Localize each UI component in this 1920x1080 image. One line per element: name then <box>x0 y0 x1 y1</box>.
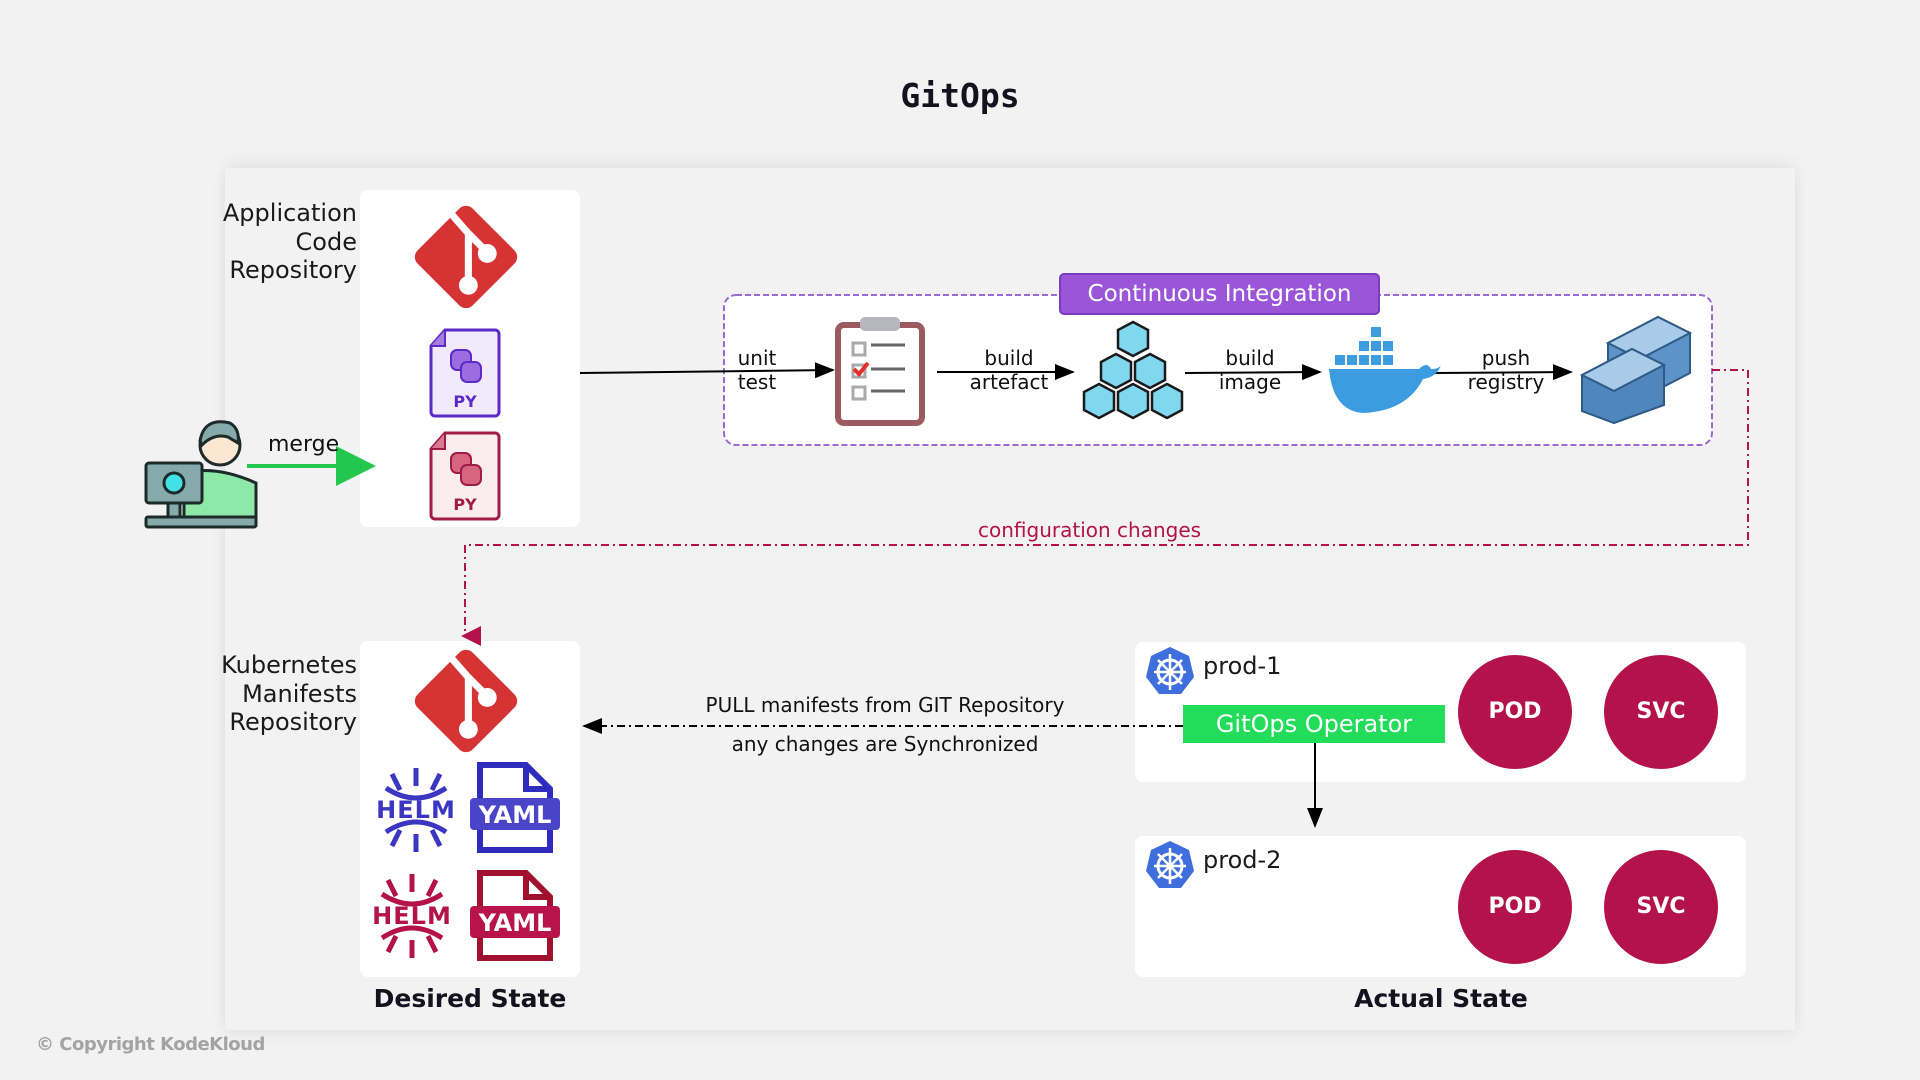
kubernetes-icon <box>1146 647 1194 694</box>
config-changes-label: configuration changes <box>978 518 1202 542</box>
py-label: PY <box>453 392 477 411</box>
cluster-name: prod-1 <box>1203 652 1282 680</box>
edge-label-line: push <box>1481 346 1531 370</box>
copyright: © Copyright KodeKloud <box>36 1034 265 1055</box>
build-image-arrow <box>1184 364 1322 381</box>
yaml-label: YAML <box>478 801 552 829</box>
yaml-label: YAML <box>478 909 552 937</box>
py-label: PY <box>453 495 477 514</box>
ci-label: Continuous Integration <box>1059 273 1380 315</box>
edge-label-line: image <box>1218 370 1282 394</box>
app-repo-label-line: Repository <box>229 256 357 284</box>
config-changes-line <box>461 369 1749 646</box>
edge-label-line: registry <box>1467 370 1545 394</box>
svc-resource[interactable]: SVC <box>1604 850 1718 964</box>
k8s-repo-label: Kubernetes Manifests Repository <box>57 651 357 737</box>
edge-label-line: build <box>984 346 1034 370</box>
cubes-artefact-icon <box>1082 320 1184 420</box>
helm-icon: HELM <box>368 870 456 962</box>
k8s-repo-label-line: Kubernetes <box>221 651 357 679</box>
actual-state-title: Actual State <box>1354 984 1528 1013</box>
helm-label: HELM <box>376 796 456 824</box>
cluster-name: prod-2 <box>1203 846 1282 874</box>
edge-label-line: unit <box>737 346 777 370</box>
helm-label: HELM <box>372 902 452 930</box>
clipboard-checklist-icon <box>835 317 925 426</box>
k8s-repo-label-line: Manifests <box>242 679 357 708</box>
git-icon <box>414 649 518 753</box>
yaml-file-icon: YAML <box>468 870 562 962</box>
push-registry-label: push registry <box>1451 346 1561 394</box>
gitops-operator[interactable]: GitOps Operator <box>1183 705 1445 743</box>
pod-resource[interactable]: POD <box>1458 850 1572 964</box>
yaml-file-icon: YAML <box>468 762 562 854</box>
app-repo-label: Application Code Repository <box>57 199 357 285</box>
kubernetes-icon <box>1146 841 1194 888</box>
pod-resource[interactable]: POD <box>1458 655 1572 769</box>
helm-icon: HELM <box>372 764 460 856</box>
build-artefact-label: build artefact <box>954 346 1064 394</box>
page-title: GitOps <box>900 76 1020 115</box>
unit-test-label: unit test <box>717 346 797 394</box>
merge-label: merge <box>268 432 340 457</box>
edge-label-line: test <box>737 370 777 394</box>
docker-whale-icon <box>1329 327 1441 413</box>
git-icon <box>414 205 518 309</box>
build-image-label: build image <box>1200 346 1300 394</box>
python-file-icon: PY <box>429 328 501 418</box>
sync-label: any changes are Synchronized <box>731 732 1039 756</box>
edge-label-line: artefact <box>969 370 1049 394</box>
edge-label-line: build <box>1225 346 1275 370</box>
app-repo-label-line: Application <box>222 199 357 227</box>
python-file-icon: PY <box>429 431 501 521</box>
svc-resource[interactable]: SVC <box>1604 655 1718 769</box>
pull-manifests-label: PULL manifests from GIT Repository <box>705 693 1065 717</box>
developer-at-computer-icon <box>144 420 258 529</box>
container-registry-icon <box>1579 315 1693 425</box>
repo-to-unit-test-arrow <box>579 362 835 379</box>
app-repo-label-line: Code <box>295 227 357 256</box>
k8s-repo-label-line: Repository <box>229 708 357 736</box>
push-registry-arrow <box>1434 364 1573 381</box>
desired-state-title: Desired State <box>373 984 567 1013</box>
